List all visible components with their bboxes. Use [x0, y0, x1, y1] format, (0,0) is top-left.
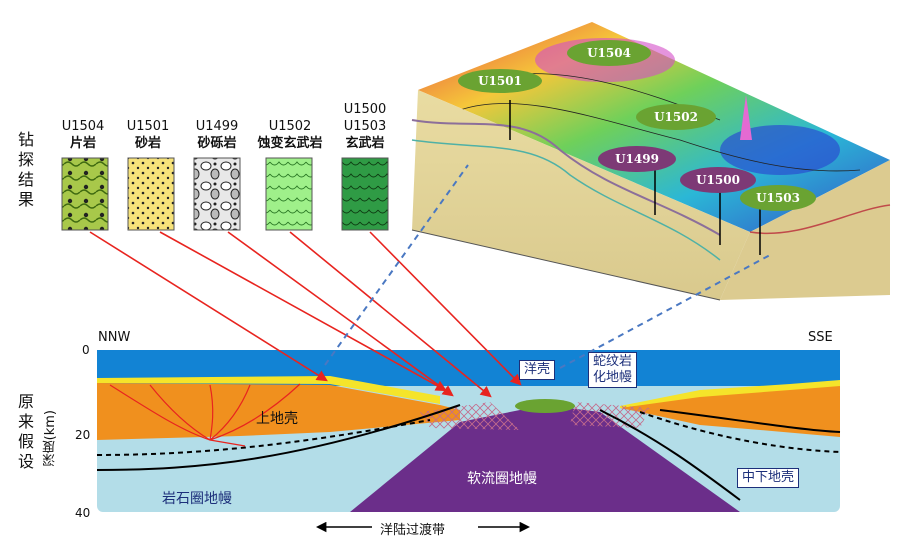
asthenosphere-label: 软流圈地幔	[467, 471, 537, 487]
depth-tick-0: 0	[82, 343, 90, 357]
sse-label: SSE	[808, 330, 833, 345]
schist-swatch	[61, 157, 109, 231]
correlation-arrows	[89, 231, 522, 398]
nnw-label: NNW	[98, 330, 131, 345]
depth-axis-label: 深度(km)	[43, 410, 58, 467]
basalt-swatch	[341, 157, 389, 231]
site-marker-u1501: U1501	[458, 69, 542, 93]
site-marker-u1502: U1502	[636, 104, 716, 130]
dashed-link-left	[324, 164, 469, 366]
depth-tick-40: 40	[75, 506, 91, 520]
lithosphere-label: 岩石圈地幔	[162, 491, 232, 507]
transition-zone-label: 洋陆过渡带	[380, 523, 446, 538]
conglomerate-swatch	[193, 157, 241, 231]
cross-section	[96, 350, 841, 512]
original-hypothesis-label: 原来假设	[18, 392, 35, 471]
site-marker-u1500: U1500	[680, 167, 756, 193]
altered-basalt-swatch	[265, 157, 313, 231]
lower-crust-tag: 中下地壳	[737, 468, 800, 488]
serpentinized-mantle-tag: 蛇纹岩 化地幔	[588, 352, 638, 388]
ocean-crust-tag: 洋壳	[519, 360, 556, 380]
upper-crust-label: 上地壳	[256, 411, 298, 427]
dashed-link-right	[559, 254, 771, 369]
site-marker-u1499: U1499	[598, 146, 676, 172]
site-marker-u1503: U1503	[740, 185, 816, 211]
drilling-results-label: 钻探结果	[18, 130, 35, 209]
sandstone-swatch	[127, 157, 175, 231]
depth-tick-20: 20	[75, 428, 91, 442]
site-marker-u1504: U1504	[567, 40, 651, 66]
